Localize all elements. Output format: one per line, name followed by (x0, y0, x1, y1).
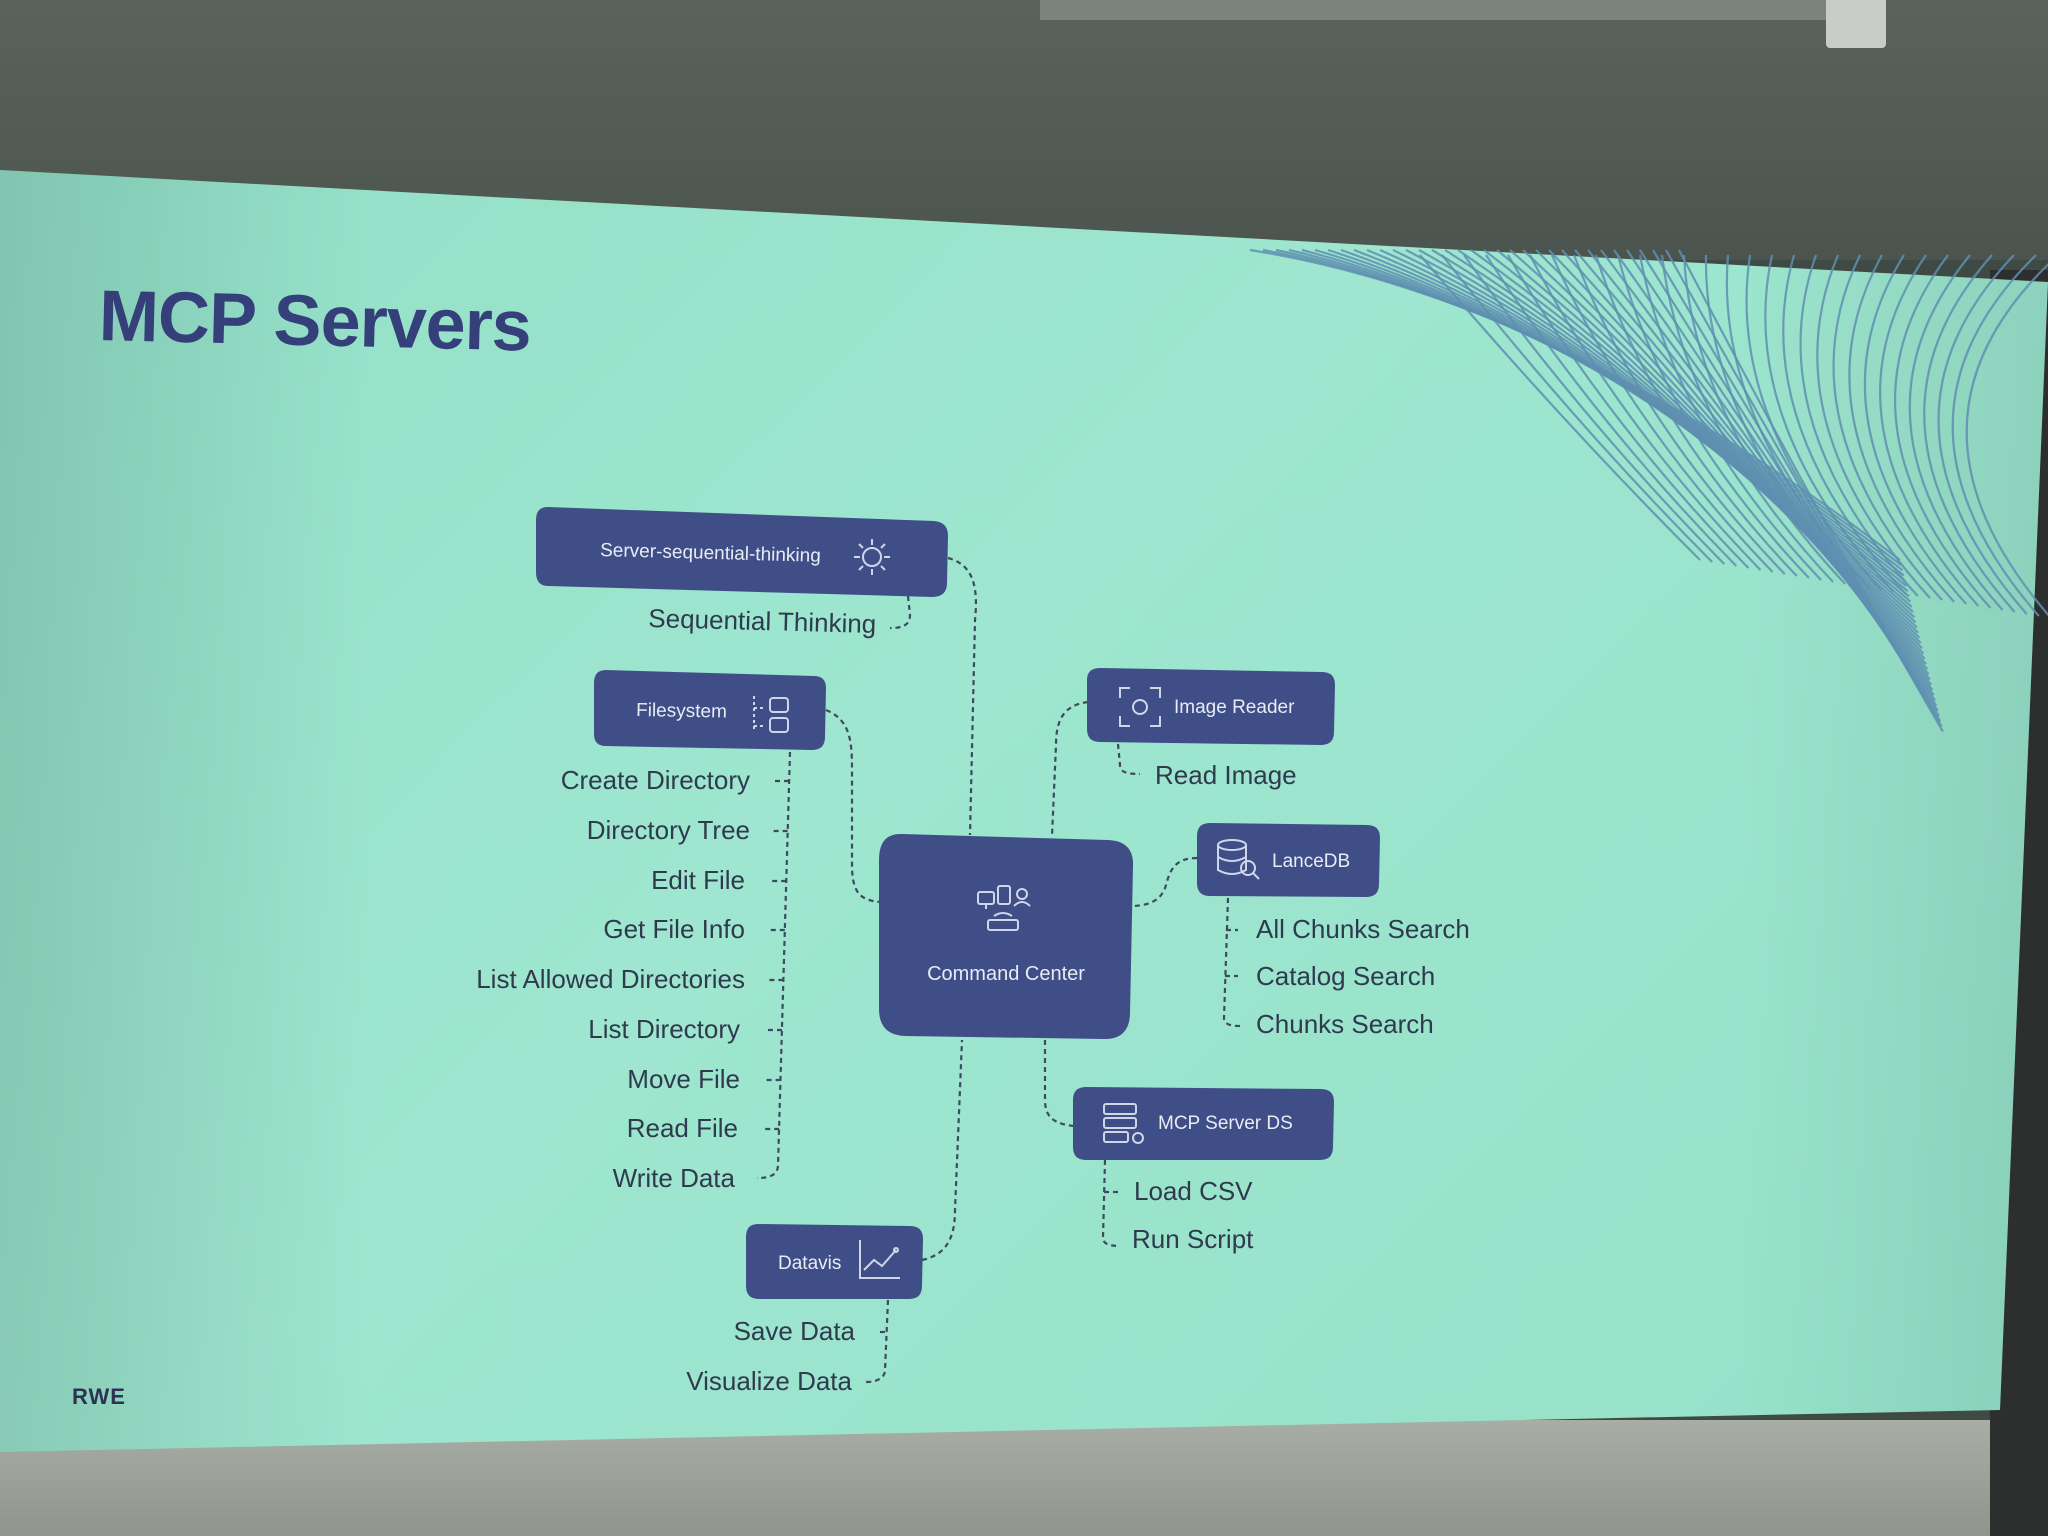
wave-line (1678, 249, 1944, 733)
tool-connector-lancedb (1222, 897, 1241, 1028)
server-label-filesystem: Filesystem (636, 700, 727, 723)
connector-image (1050, 700, 1089, 837)
server-node-datavis[interactable]: Datavis (746, 1224, 923, 1299)
wave-line (1965, 263, 2048, 617)
server-node-filesystem[interactable]: Filesystem (594, 670, 826, 750)
tool-list-directory: List Directory (588, 1014, 740, 1044)
wave-line (1863, 254, 1968, 605)
tool-all-chunks-search: All Chunks Search (1256, 914, 1470, 944)
wave-line (1463, 254, 1725, 565)
gear-icon (854, 539, 890, 575)
wave-line (1848, 254, 1955, 603)
wave-line (1832, 254, 1943, 601)
wave-line (1951, 254, 2040, 617)
command-center-label: Command Center (927, 963, 1085, 985)
server-label-mcp-server-ds: MCP Server DS (1158, 1113, 1293, 1134)
wave-line (1799, 254, 1919, 597)
wave-line (1816, 254, 1931, 599)
tool-connector-mcpds (1101, 1159, 1121, 1248)
network-devices-icon (977, 885, 1031, 931)
projector-mount-bar (1040, 0, 1840, 20)
connector-filesystem (825, 708, 881, 904)
wave-line (1616, 254, 1810, 579)
command-center-node[interactable]: Command Center (879, 833, 1134, 1040)
database-search-icon (1217, 839, 1260, 880)
tool-read-image: Read Image (1155, 760, 1297, 790)
connector-sequential (947, 556, 978, 836)
wave-line (1893, 254, 1992, 609)
wave-line (1594, 254, 1798, 577)
wave-line (1704, 254, 1859, 587)
rwe-logo: RWE (72, 1384, 126, 1409)
decorative-wave-pattern (1249, 248, 2048, 733)
server-node-mcp-server-ds[interactable]: MCP Server DS (1073, 1087, 1334, 1160)
server-label-image-reader: Image Reader (1174, 697, 1295, 718)
tool-catalog-search: Catalog Search (1256, 961, 1435, 991)
wave-line (1745, 254, 1883, 591)
tool-chunks-search: Chunks Search (1256, 1009, 1434, 1039)
server-label-lancedb: LanceDB (1272, 851, 1350, 872)
wave-line (1441, 254, 1713, 563)
connector-lancedb (1133, 856, 1198, 908)
image-scan-icon (1119, 687, 1161, 727)
server-node-lancedb[interactable]: LanceDB (1197, 823, 1380, 897)
connector-datavis (921, 1039, 964, 1262)
server-settings-icon (1103, 1103, 1144, 1144)
wave-line (1507, 254, 1750, 569)
connectors (825, 556, 1198, 1262)
server-node-image-reader[interactable]: Image Reader (1087, 668, 1335, 745)
connector-mcpds (1043, 1040, 1075, 1128)
tool-save-data: Save Data (734, 1316, 856, 1346)
wave-line (1725, 254, 1871, 589)
wave-line (1923, 254, 2016, 613)
wave-line (1937, 254, 2028, 615)
tool-connector-image (1116, 743, 1141, 776)
tool-labels: Sequential Thinking Create Directory Dir… (476, 603, 1470, 1396)
tool-read-file: Read File (627, 1113, 738, 1143)
tool-write-data: Write Data (613, 1163, 736, 1193)
wave-line (1550, 254, 1774, 573)
server-node-sequential[interactable]: Server-sequential-thinking (536, 507, 948, 597)
tool-sequential-thinking: Sequential Thinking (648, 603, 877, 639)
wave-line (1529, 254, 1762, 571)
tool-connector-sequential (889, 595, 912, 630)
tool-connectors (756, 595, 1241, 1384)
tool-move-file: Move File (627, 1064, 740, 1094)
tool-connector-filesystem (756, 751, 792, 1180)
tool-list-allowed-directories: List Allowed Directories (476, 964, 745, 994)
wave-line (1782, 254, 1907, 595)
wave-line (1638, 254, 1822, 581)
folder-tree-icon (753, 696, 789, 733)
tool-visualize-data: Visualize Data (686, 1366, 852, 1396)
tool-create-directory: Create Directory (561, 765, 750, 795)
wave-line (1764, 254, 1895, 593)
wave-line (1879, 254, 1980, 607)
wave-line (1572, 254, 1786, 575)
line-chart-icon (859, 1240, 900, 1279)
wave-line (1419, 254, 1701, 561)
server-label-datavis: Datavis (778, 1253, 841, 1274)
wave-line (1908, 254, 2004, 611)
tool-directory-tree: Directory Tree (587, 815, 750, 845)
tool-connector-datavis (865, 1299, 890, 1384)
filesystem-tool-ticks (763, 779, 789, 1131)
tool-run-script: Run Script (1132, 1224, 1254, 1254)
tool-load-csv: Load CSV (1134, 1176, 1253, 1206)
wave-line (1660, 254, 1834, 583)
wave-line (1682, 254, 1847, 585)
projector-mount-post (1826, 0, 1886, 48)
tool-get-file-info: Get File Info (603, 914, 745, 944)
wave-line (1485, 254, 1738, 567)
tool-edit-file: Edit File (651, 865, 745, 895)
